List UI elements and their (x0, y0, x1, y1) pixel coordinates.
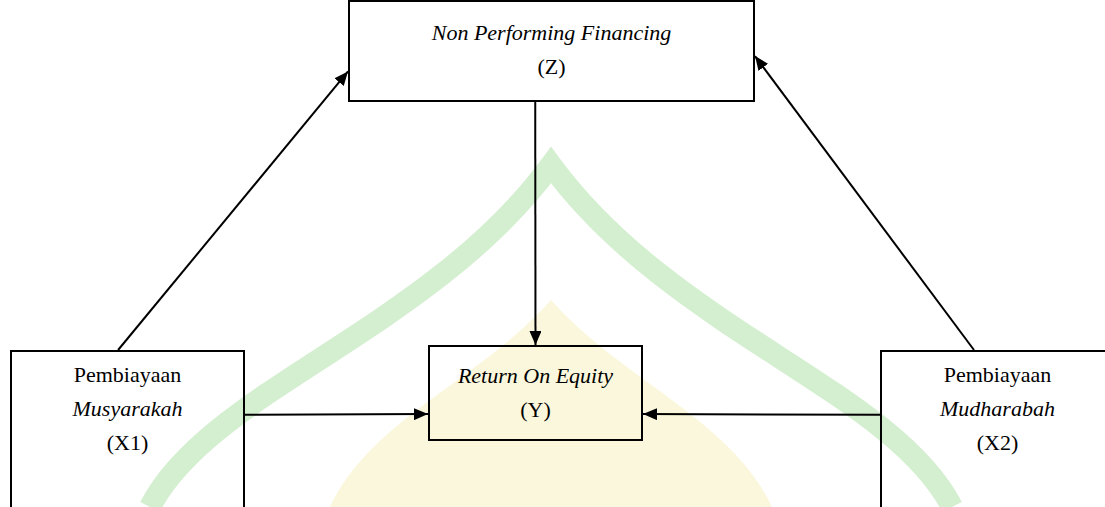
node-label: Non Performing Financing (432, 16, 672, 50)
independent-box: PembiayaanMudharabah(X2) (880, 350, 1105, 507)
dependent-box: Return On Equity(Y) (428, 345, 643, 441)
node-label: Return On Equity (458, 359, 613, 393)
independent-box: PembiayaanMusyarakah(X1) (10, 350, 245, 507)
arrow-connector (755, 56, 974, 350)
mediator-box: Non Performing Financing(Z) (348, 0, 755, 102)
node-label: (Y) (520, 393, 551, 427)
node-label: Pembiayaan (74, 358, 182, 392)
arrow-connector (118, 71, 348, 350)
node-label: (X1) (107, 426, 149, 460)
arrow-connector (643, 413, 880, 416)
node-label: (X2) (977, 426, 1019, 460)
arrow-connector (245, 413, 428, 416)
node-label: Mudharabah (940, 392, 1055, 426)
node-label: (Z) (537, 50, 565, 84)
arrow-connector (534, 102, 536, 345)
watermark-dome (330, 300, 772, 507)
node-label: Pembiayaan (944, 358, 1052, 392)
node-label: Musyarakah (73, 392, 183, 426)
watermark-arch (150, 165, 952, 507)
